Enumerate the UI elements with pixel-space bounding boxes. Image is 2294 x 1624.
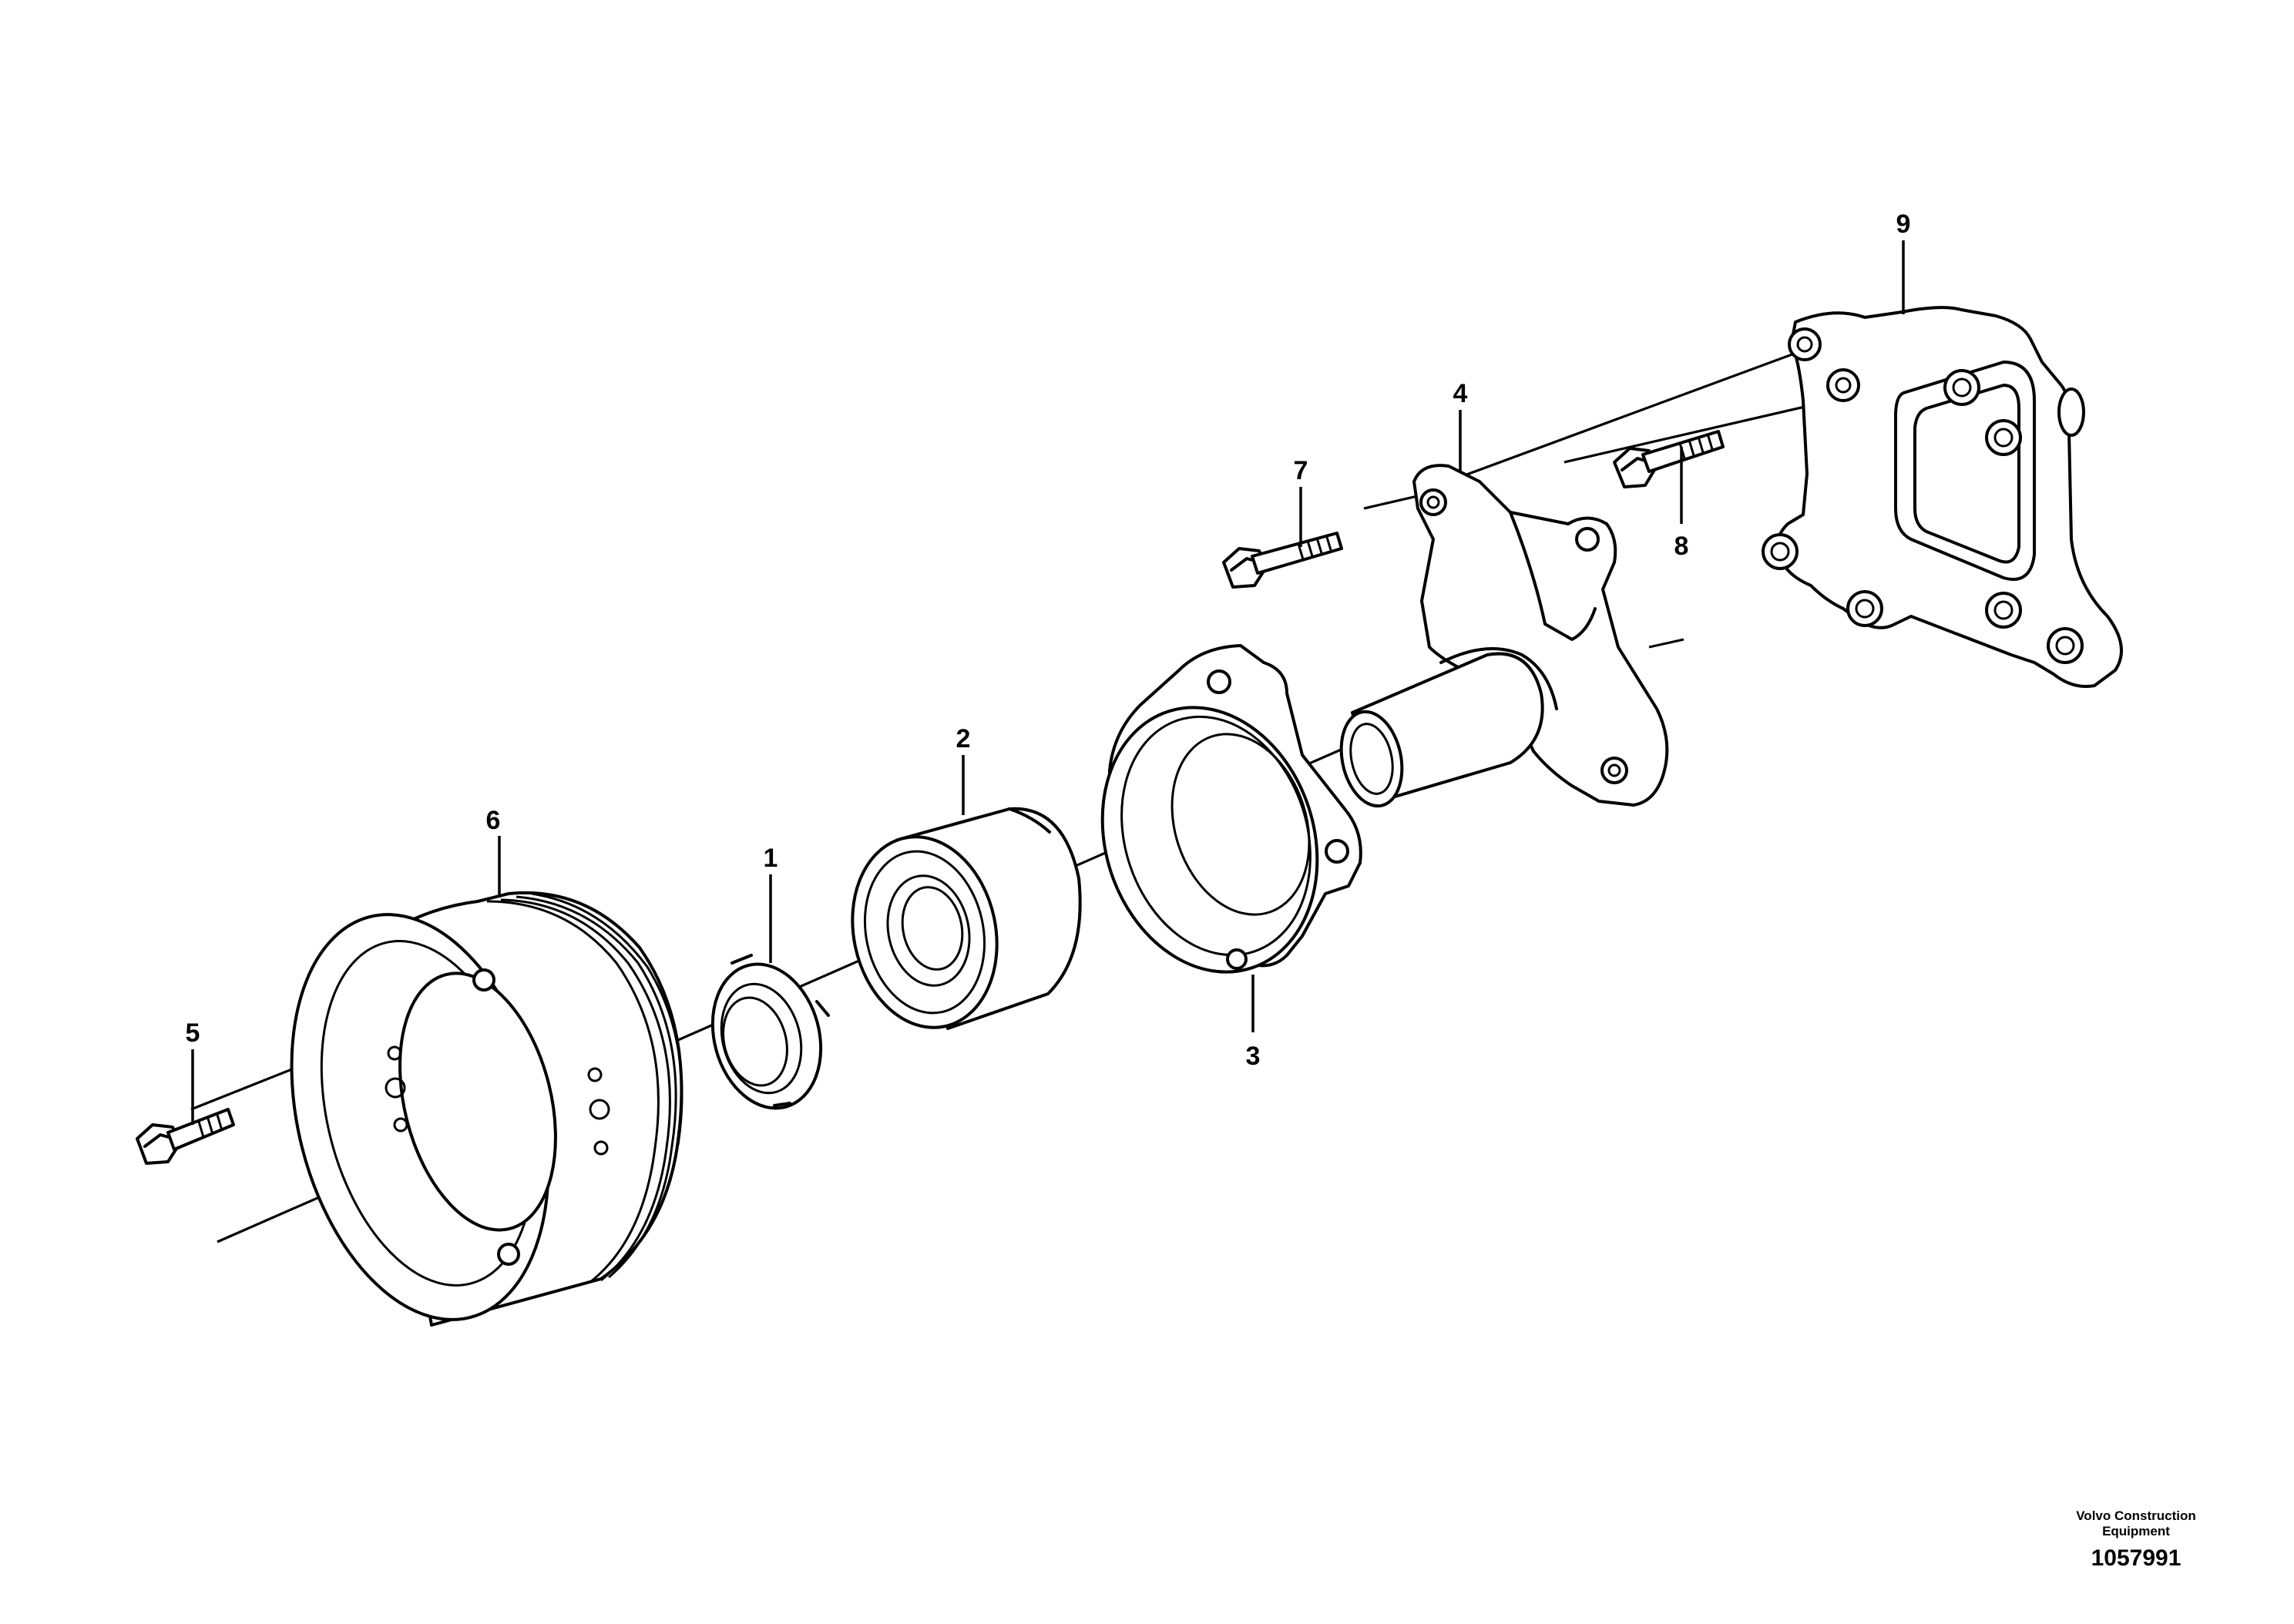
callout-4: 4 <box>1453 379 1468 408</box>
callout-8: 8 <box>1674 532 1689 561</box>
diagram-reference-number: 1057991 <box>2091 1545 2181 1571</box>
callout-labels: 1 2 3 4 5 6 7 8 9 <box>186 210 1911 1071</box>
hub-support-part-4 <box>1339 464 1684 808</box>
callout-1: 1 <box>764 844 778 873</box>
company-name-line-2: Equipment <box>2102 1524 2170 1538</box>
leader-lines <box>191 240 1905 1125</box>
callout-9: 9 <box>1896 210 1911 239</box>
bolt-part-7 <box>1222 532 1343 589</box>
company-name-line-1: Volvo Construction <box>2076 1508 2196 1523</box>
pulley-part-6 <box>290 891 683 1327</box>
callout-6: 6 <box>486 806 501 835</box>
callout-5: 5 <box>186 1018 200 1048</box>
bolt-part-5 <box>136 1108 235 1165</box>
callout-3: 3 <box>1246 1042 1261 1071</box>
bolt-part-8 <box>1613 430 1725 488</box>
bearing-part-2 <box>851 807 1082 1030</box>
lock-nut-part-1 <box>710 954 830 1110</box>
footer-block: Volvo Construction Equipment 1057991 <box>2036 1508 2236 1572</box>
bracket-part-9 <box>1762 306 2123 688</box>
callout-2: 2 <box>956 724 971 753</box>
callout-7: 7 <box>1294 456 1308 485</box>
bearing-housing-part-3 <box>1100 644 1362 974</box>
